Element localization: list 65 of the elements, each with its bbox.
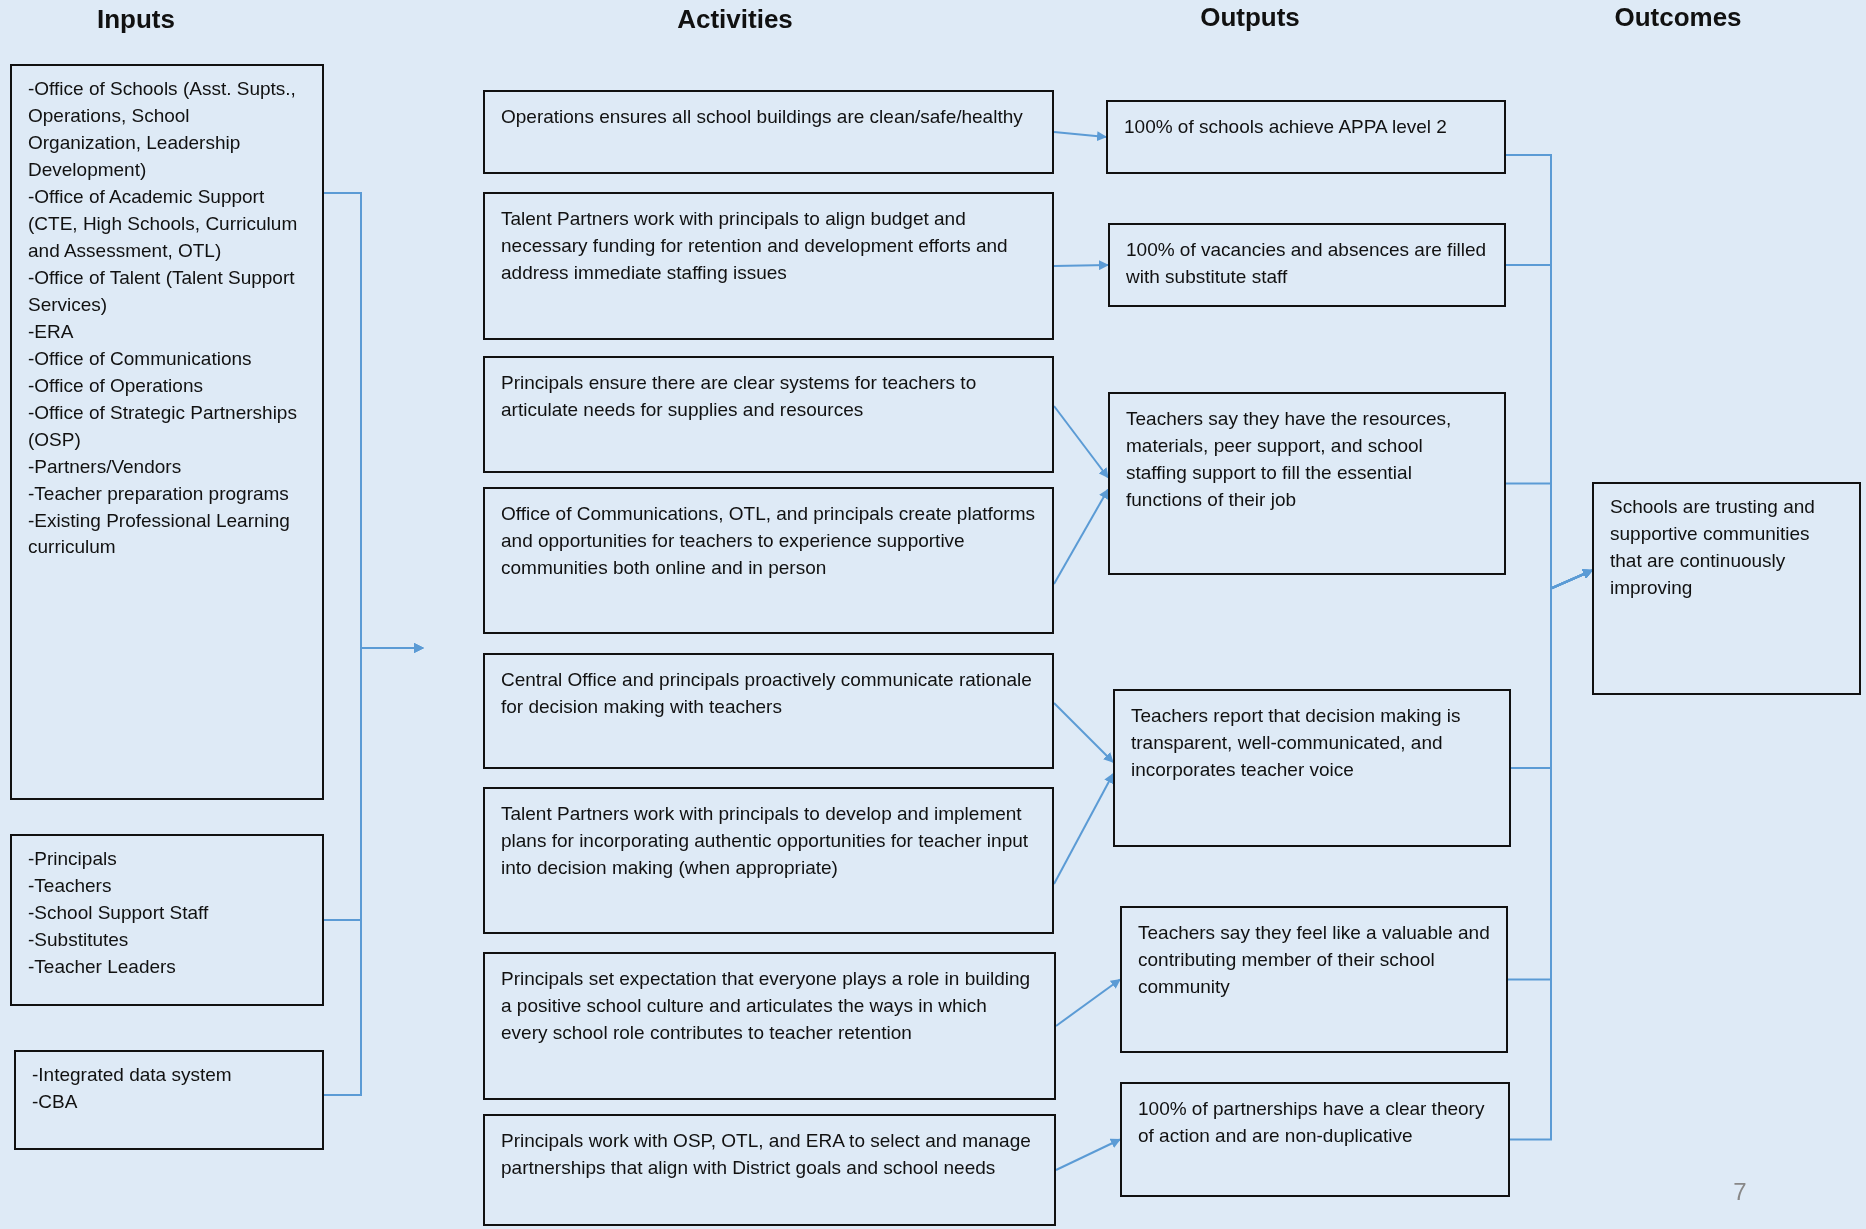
output-box [1120,906,1508,1053]
list-item: -Principals [28,847,118,871]
list-item: -Teacher preparation programs [28,481,290,506]
box-text: Teachers report that decision making is transparent, well-communicated, and incorporates teacher voice [1131,704,1462,782]
list-item: -Integrated data system [32,1063,233,1087]
output-box [1120,1082,1510,1197]
activity-box [483,952,1056,1100]
box-text: Principals set expectation that everyone plays a role in building a positive school culture and articulates the ways in which every school role contributes to teacher retention [501,967,1032,1045]
list-item: -Office of Talent (Talent Support Services) [28,265,296,317]
arrow [1053,773,1114,885]
arrow [1053,702,1114,763]
activity-box [483,192,1054,340]
input-box [14,1050,324,1150]
box-text: Principals ensure there are clear systems for teachers to articulate needs for supplies and resources [501,371,978,422]
list-item: -School Support Staff [28,900,210,925]
box-text: 100% of partnerships have a clear theory of action and are non-duplicative [1138,1097,1486,1148]
list-item: -Existing Professional Learning curriculum [28,508,291,560]
input-box [10,834,324,1006]
bracket-arrow [1509,569,1593,1141]
box-text: 100% of schools achieve APPA level 2 [1124,115,1448,139]
box-text: Teachers say they feel like a valuable and contributing member of their school community [1138,921,1490,999]
box-text: Teachers say they have the resources, materials, peer support, and school staffing support to fill the essential functions of their job [1126,407,1453,512]
column-heading: Activities [677,4,793,35]
activity-box [483,487,1054,634]
arrow [1053,260,1109,271]
arrow [1053,488,1109,585]
arrow [1053,131,1107,142]
list-item: -CBA [32,1089,79,1114]
list-item: -Substitutes [28,927,130,952]
column-heading: Outcomes [1614,2,1742,33]
box-text: Principals work with OSP, OTL, and ERA to select and manage partnerships that align with District goals and school needs [501,1129,1032,1180]
box-text: 100% of vacancies and absences are filled with substitute staff [1126,238,1488,289]
outcome-box [1592,482,1861,695]
list-item: -Office of Academic Support (CTE, High Schools, Curriculum and Assessment, OTL) [28,184,299,263]
activity-box [483,356,1054,473]
list-item: -Office of Schools (Asst. Supts., Operations, School Organization, Leadership Development) [28,77,297,182]
activity-box [483,653,1054,769]
activity-box [483,1114,1056,1226]
arrow [1055,978,1121,1027]
page-number: 7 [1733,1178,1747,1206]
bracket-arrow [323,643,424,1096]
input-box [10,64,324,800]
list-item: -Teachers [28,873,113,898]
output-box [1113,689,1511,847]
activity-box [483,90,1054,174]
box-text: Operations ensures all school buildings are clean/safe/healthy [501,105,1024,129]
box-text: Office of Communications, OTL, and principals create platforms and opportunities for teachers to experience supportive communities both online and in person [501,502,1036,580]
box-text: Talent Partners work with principals to develop and implement plans for incorporating authentic opportunities for teacher input into decision making (when appropriate) [501,802,1030,880]
list-item: -Office of Strategic Partnerships (OSP) [28,400,298,452]
arrow [1055,1138,1121,1171]
list-item: -ERA [28,319,75,344]
list-item: -Teacher Leaders [28,954,177,979]
activity-box [483,787,1054,934]
arrow [1053,405,1109,479]
column-heading: Outputs [1200,2,1300,33]
box-text: Talent Partners work with principals to align budget and necessary funding for retention and development efforts and address immediate staffing issues [501,207,1009,285]
list-item: -Partners/Vendors [28,454,183,479]
list-item: -Office of Communications [28,346,253,371]
box-text: Central Office and principals proactively communicate rationale for decision making with teachers [501,668,1033,719]
output-box [1108,223,1506,307]
list-item: -Office of Operations [28,373,204,398]
output-box [1108,392,1506,575]
column-heading: Inputs [97,4,175,35]
box-text: Schools are trusting and supportive communities that are continuously improving [1610,495,1816,600]
output-box [1106,100,1506,174]
